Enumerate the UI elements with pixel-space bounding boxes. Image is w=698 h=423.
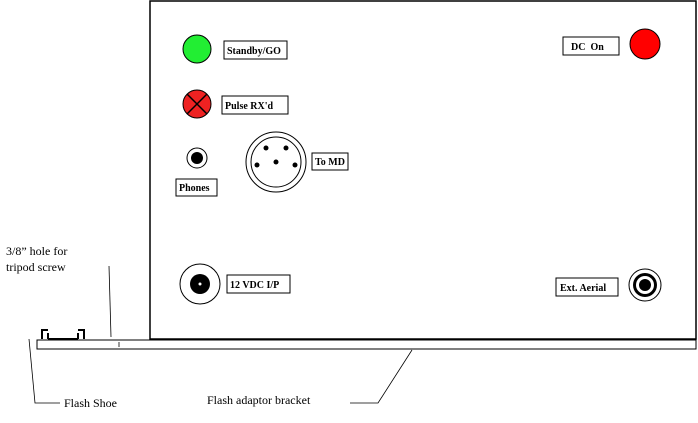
- pulse-label: Pulse RX'd: [225, 101, 274, 112]
- green-led-icon: [182, 34, 212, 64]
- flash-shoe-label: Flash Shoe: [64, 396, 117, 410]
- flash-bracket-leader: [350, 349, 413, 404]
- red-x-lamp-icon: [182, 89, 212, 119]
- power-label: 12 VDC I/P: [230, 280, 279, 291]
- dc-on-label: DC On: [571, 42, 604, 53]
- tripod-hole-label-line1: 3/8” hole for: [6, 244, 67, 258]
- standby-label: Standby/GO: [227, 46, 281, 57]
- audio-jack-icon: [186, 147, 208, 169]
- tripod-hole-label-line2: tripod screw: [6, 260, 66, 274]
- flash-bracket-label: Flash adaptor bracket: [207, 393, 311, 407]
- dc-on-label-box: [562, 36, 620, 56]
- flash-shoe: [41, 329, 85, 340]
- flash-adaptor-bracket: [36, 339, 697, 350]
- bnc-socket-icon: [628, 268, 662, 302]
- standby-label-box: [223, 40, 288, 60]
- phones-label: Phones: [179, 183, 210, 194]
- flash-shoe-leader: [28, 338, 60, 404]
- aerial-label-box: [555, 277, 619, 297]
- power-label-box: [226, 274, 291, 294]
- red-led-icon: [629, 28, 661, 60]
- pulse-label-box: [221, 95, 289, 115]
- din-connector-icon: [245, 131, 307, 193]
- to-md-label-box: [311, 152, 349, 171]
- dc-on-led: [629, 28, 661, 60]
- phones-label-box: [175, 178, 218, 197]
- phones-jack-inner: [191, 152, 203, 164]
- to-md-label: To MD: [315, 157, 345, 168]
- tripod-hole-pointer: [108, 265, 112, 338]
- aerial-socket-pin: [639, 279, 651, 291]
- aerial-label: Ext. Aerial: [560, 283, 606, 294]
- standby-led: [182, 34, 212, 64]
- dc-socket-icon: [179, 263, 221, 305]
